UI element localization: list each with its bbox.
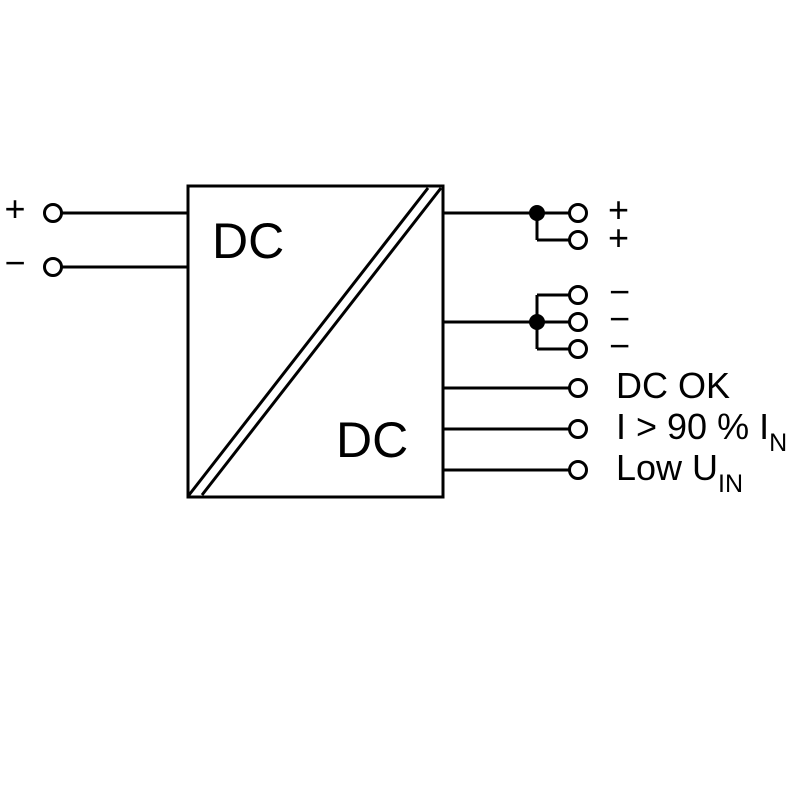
input-terminal-minus bbox=[43, 257, 63, 277]
signal-label-dc-ok-text: DC OK bbox=[616, 365, 730, 406]
signal-label-low-voltage-subscript: IN bbox=[718, 470, 743, 498]
output-terminal-minus-2 bbox=[568, 312, 588, 332]
signal-label-current: I > 90 % IN bbox=[616, 406, 787, 457]
signal-terminal-dc-ok bbox=[568, 378, 588, 398]
output-label-minus-1: − bbox=[609, 271, 630, 312]
signal-terminal-low-voltage bbox=[568, 460, 588, 480]
output-label-minus-2: − bbox=[609, 298, 630, 339]
terminals bbox=[43, 203, 588, 480]
output-label-minus-3: − bbox=[609, 325, 630, 366]
output-label-plus-1: + bbox=[608, 189, 629, 230]
output-terminal-minus-1 bbox=[568, 285, 588, 305]
output-terminal-plus-2 bbox=[568, 230, 588, 250]
signal-label-current-subscript: N bbox=[769, 429, 787, 457]
labels: + − DC DC + + − − − DC OK I > 90 % IN Lo… bbox=[4, 188, 787, 498]
junction-dot-plus bbox=[529, 205, 545, 221]
isolation-diagonal-right bbox=[200, 187, 443, 496]
output-terminal-plus-1 bbox=[568, 203, 588, 223]
signal-label-low-voltage: Low UIN bbox=[616, 447, 743, 498]
signal-label-low-voltage-text: Low U bbox=[616, 447, 718, 488]
input-terminal-plus bbox=[43, 203, 63, 223]
signal-label-current-text: I > 90 % I bbox=[616, 406, 769, 447]
input-label-plus: + bbox=[4, 188, 25, 229]
isolation-diagonal-left bbox=[187, 187, 430, 496]
input-label-minus: − bbox=[4, 242, 25, 283]
wiring bbox=[53, 184, 578, 499]
signal-terminal-current bbox=[568, 419, 588, 439]
output-label-plus-2: + bbox=[608, 217, 629, 258]
converter-input-side-label: DC bbox=[212, 213, 284, 269]
junction-dot-minus bbox=[529, 314, 545, 330]
converter-output-side-label: DC bbox=[336, 412, 408, 468]
junction-dots bbox=[529, 205, 545, 330]
output-terminal-minus-3 bbox=[568, 339, 588, 359]
signal-label-dc-ok: DC OK bbox=[616, 365, 730, 406]
